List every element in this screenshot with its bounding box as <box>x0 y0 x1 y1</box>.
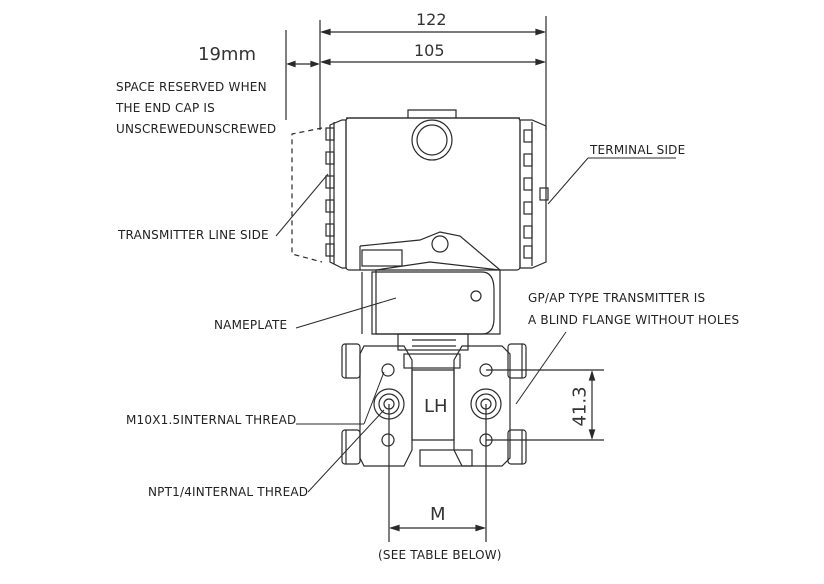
dimension-19mm <box>285 30 320 120</box>
dimension-41-3 <box>486 369 604 441</box>
gp-ap-line1: GP/AP TYPE TRANSMITTER IS <box>528 291 706 305</box>
nameplate-body <box>361 271 495 335</box>
dimension-105 <box>319 58 547 130</box>
left-end-cap <box>291 119 347 269</box>
space-reserved-line2: THE END CAP IS <box>116 101 215 115</box>
dimension-m-label: M <box>430 504 446 525</box>
dimension-19mm-label: 19mm <box>198 44 256 65</box>
npt-thread-label: NPT1/4INTERNAL THREAD <box>148 485 309 499</box>
dimension-122 <box>319 16 547 130</box>
nameplate-label: NAMEPLATE <box>214 318 288 332</box>
right-end-cap <box>519 119 549 269</box>
main-housing <box>345 109 521 271</box>
flange-assembly <box>341 333 527 467</box>
dimension-m <box>388 404 487 542</box>
space-reserved-line3: UNSCREWEDUNSCREWED <box>116 122 277 136</box>
transmitter-line-side-label: TRANSMITTER LINE SIDE <box>118 228 269 242</box>
see-table-label: (SEE TABLE BELOW) <box>378 548 502 562</box>
lh-marking: LH <box>424 396 448 417</box>
dimension-122-label: 122 <box>416 10 447 29</box>
space-reserved-line1: SPACE RESERVED WHEN <box>116 80 267 94</box>
neck-bracket <box>359 231 501 335</box>
m10-thread-label: M10X1.5INTERNAL THREAD <box>126 413 297 427</box>
gp-ap-line2: A BLIND FLANGE WITHOUT HOLES <box>528 313 740 327</box>
terminal-side-label: TERMINAL SIDE <box>590 143 686 157</box>
dimension-105-label: 105 <box>414 41 445 60</box>
dimension-41-3-label: 41.3 <box>569 386 591 427</box>
leader-lines <box>275 157 676 493</box>
